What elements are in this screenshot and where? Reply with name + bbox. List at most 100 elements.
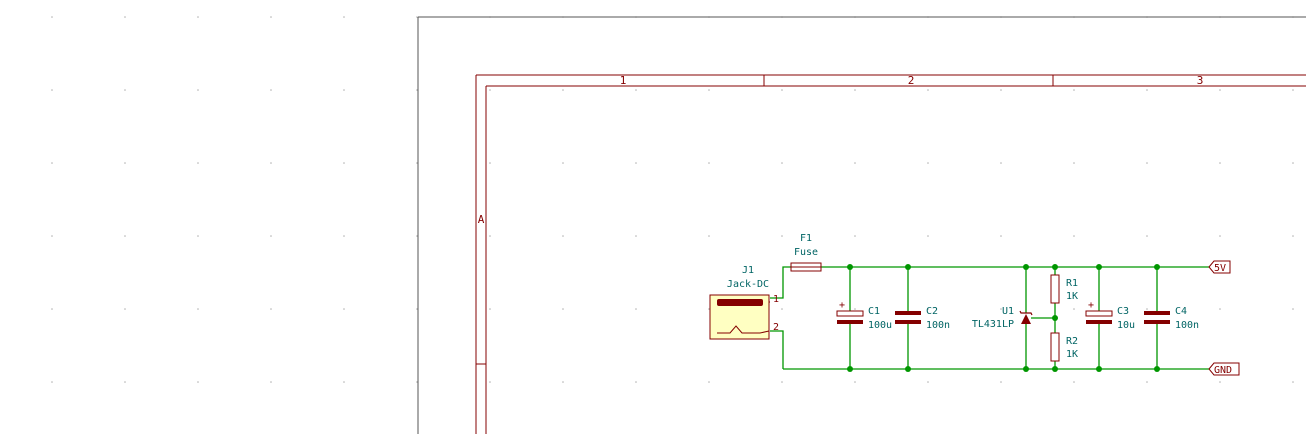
junction-dot	[1052, 264, 1058, 270]
grid-dot	[124, 162, 126, 164]
grid-dot	[854, 235, 856, 237]
grid-dot	[489, 235, 491, 237]
r1-ref-label: R1	[1066, 278, 1078, 289]
grid-dot	[51, 162, 53, 164]
grid-dot	[416, 16, 418, 18]
j1-ref-label: J1	[742, 265, 754, 276]
c4-value-label: 100n	[1175, 320, 1199, 331]
grid-dot	[1146, 381, 1148, 383]
grid-dot	[854, 89, 856, 91]
junction-dot	[1096, 264, 1102, 270]
grid-dot	[416, 162, 418, 164]
grid-dot	[51, 381, 53, 383]
c3-polarity-mark: +	[1088, 300, 1094, 311]
grid-dot	[270, 162, 272, 164]
wire-j1-pin1	[770, 266, 791, 299]
grid-dot	[197, 162, 199, 164]
grid-dot	[1219, 308, 1221, 310]
junction-dot	[1052, 315, 1058, 321]
net-label-gnd-text: GND	[1214, 365, 1232, 376]
grid-dot	[270, 308, 272, 310]
grid-dot	[562, 235, 564, 237]
c2-ref-label: C2	[926, 306, 938, 317]
grid-dot	[1146, 162, 1148, 164]
grid-dot	[708, 162, 710, 164]
grid-dot	[562, 89, 564, 91]
grid-dot	[197, 89, 199, 91]
junction-dot	[1154, 264, 1160, 270]
grid-dot	[197, 308, 199, 310]
grid-dot	[635, 162, 637, 164]
grid-dot	[1146, 235, 1148, 237]
net-label-5v[interactable]: 5V	[1208, 260, 1231, 274]
grid-dot	[343, 235, 345, 237]
f1-value-label: Fuse	[794, 247, 818, 258]
grid-dot	[343, 308, 345, 310]
c4-ref-label: C4	[1175, 306, 1187, 317]
grid-dot	[197, 235, 199, 237]
grid-dot	[1000, 308, 1002, 310]
grid-dot	[781, 89, 783, 91]
grid-dot	[51, 16, 53, 18]
junction-dot	[905, 264, 911, 270]
drawing-frame	[475, 74, 1306, 434]
grid-dot	[1219, 235, 1221, 237]
frame-column-label: 1	[620, 74, 627, 87]
grid-dot	[708, 381, 710, 383]
junction-dot	[1052, 366, 1058, 372]
c3-ref-label: C3	[1117, 306, 1129, 317]
grid-dot	[270, 89, 272, 91]
grid-dot	[781, 235, 783, 237]
grid-dot	[1292, 162, 1294, 164]
j1-pin2-label: 2	[773, 322, 779, 333]
grid-dot	[124, 89, 126, 91]
capacitor-c3-symbol[interactable]	[1085, 310, 1113, 324]
grid-dot	[1219, 381, 1221, 383]
j1-pin1-label: 1	[773, 294, 779, 305]
grid-dot	[1146, 308, 1148, 310]
net-label-gnd[interactable]: GND	[1208, 362, 1240, 376]
grid-dot	[781, 308, 783, 310]
grid-dot	[708, 235, 710, 237]
grid-dot	[416, 235, 418, 237]
junction-dot	[847, 264, 853, 270]
grid-dot	[854, 162, 856, 164]
junction-dot	[1096, 366, 1102, 372]
grid-dot	[1000, 381, 1002, 383]
capacitor-c2-symbol[interactable]	[895, 311, 921, 324]
grid-dot	[927, 89, 929, 91]
r2-value-label: 1K	[1066, 349, 1078, 360]
grid-dot	[708, 308, 710, 310]
c3-value-label: 10u	[1117, 320, 1135, 331]
resistor-r2-symbol[interactable]	[1050, 332, 1060, 362]
grid-dot	[1073, 381, 1075, 383]
grid-dot	[1292, 308, 1294, 310]
jack-dc-symbol[interactable]	[709, 294, 770, 340]
grid-dot	[1073, 308, 1075, 310]
grid-dot	[562, 162, 564, 164]
c1-ref-label: C1	[868, 306, 880, 317]
grid-dot	[416, 89, 418, 91]
f1-ref-label: F1	[800, 233, 812, 244]
grid-dot	[708, 89, 710, 91]
grid-dot	[270, 16, 272, 18]
resistor-r1-symbol[interactable]	[1050, 274, 1060, 304]
grid-dot	[854, 381, 856, 383]
grid-dot	[489, 381, 491, 383]
grid-dot	[635, 89, 637, 91]
frame-column-label: 2	[908, 74, 915, 87]
grid-dot	[51, 89, 53, 91]
grid-dot	[416, 381, 418, 383]
grid-dot	[489, 162, 491, 164]
fuse-symbol[interactable]	[790, 262, 822, 272]
wires	[770, 266, 1209, 370]
c2-value-label: 100n	[926, 320, 950, 331]
junction-dot	[1023, 366, 1029, 372]
capacitor-c4-symbol[interactable]	[1144, 311, 1170, 324]
r2-ref-label: R2	[1066, 336, 1078, 347]
shunt-regulator-u1-symbol[interactable]	[1019, 310, 1033, 324]
capacitor-c1-symbol[interactable]	[836, 310, 864, 324]
grid-dot	[1292, 89, 1294, 91]
grid-dot	[1219, 162, 1221, 164]
